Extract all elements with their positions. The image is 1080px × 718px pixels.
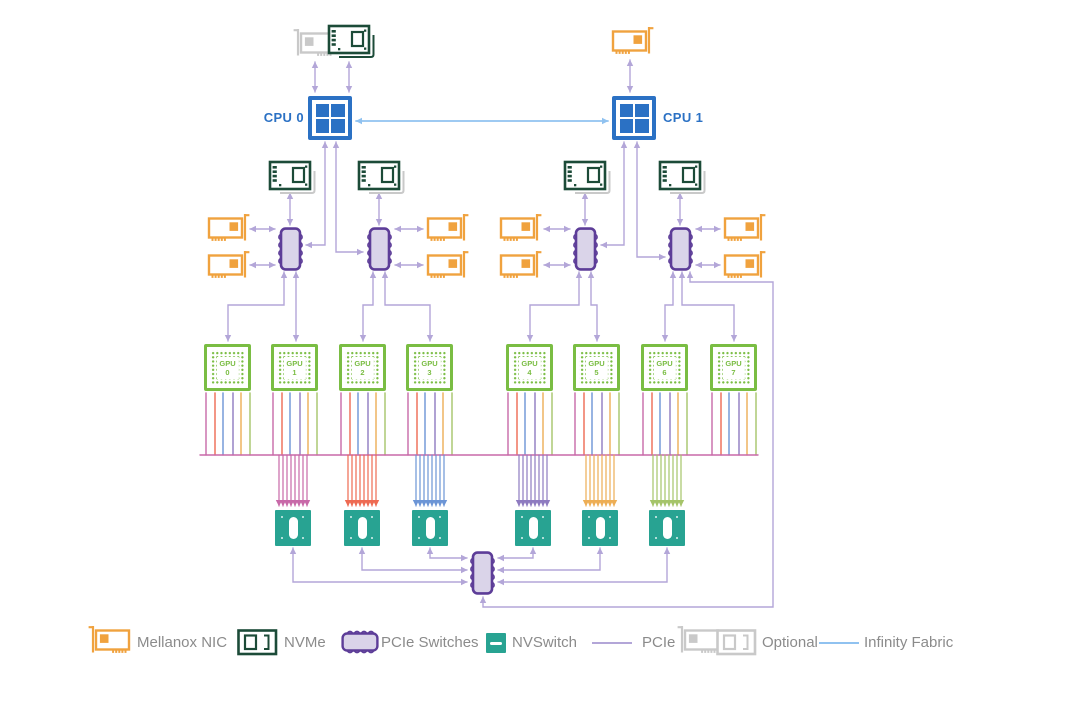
nvswitch-3 bbox=[412, 510, 448, 546]
mellanox-nic-icon bbox=[206, 213, 250, 245]
mellanox-nic-icon bbox=[206, 250, 250, 282]
mellanox-nic-icon bbox=[425, 213, 469, 245]
cpu-0-icon bbox=[308, 96, 352, 140]
legend-nvswitch-label: NVSwitch bbox=[512, 634, 578, 651]
legend-mellanox-nic-label: Mellanox NIC bbox=[137, 634, 228, 651]
optional-nvme-icon bbox=[327, 24, 377, 62]
legend-pcie-switches-label: PCIe Switches bbox=[381, 634, 479, 651]
optional-nic-icon bbox=[293, 28, 337, 60]
pcie-switch-3 bbox=[572, 227, 599, 271]
nvswitch-4 bbox=[515, 510, 551, 546]
nvme-icon bbox=[658, 160, 708, 198]
legend-infinity-fabric-line bbox=[819, 642, 859, 644]
nvswitch-1 bbox=[275, 510, 311, 546]
nvswitch-2 bbox=[344, 510, 380, 546]
pcie-switch-2 bbox=[366, 227, 393, 271]
legend-nvswitch-icon bbox=[486, 633, 506, 653]
legend-pcie-label: PCIe bbox=[642, 634, 676, 651]
legend-infinity-fabric-label: Infinity Fabric bbox=[864, 634, 954, 651]
mellanox-nic-icon bbox=[498, 250, 542, 282]
nvme-icon bbox=[268, 160, 318, 198]
mellanox-nic-icon bbox=[610, 26, 654, 58]
nvswitch-5 bbox=[582, 510, 618, 546]
cpu-0-label: CPU 0 bbox=[263, 110, 304, 125]
legend-mellanox-nic-icon bbox=[88, 625, 132, 657]
cpu-1-icon bbox=[612, 96, 656, 140]
nvme-icon bbox=[563, 160, 613, 198]
legend-optional-nvme-icon bbox=[716, 629, 757, 656]
pcie-switch-1 bbox=[277, 227, 304, 271]
legend-optional-nic-icon bbox=[677, 625, 721, 657]
nvswitch-6 bbox=[649, 510, 685, 546]
cpu-1-label: CPU 1 bbox=[663, 110, 704, 125]
nvme-icon bbox=[357, 160, 407, 198]
legend-pcie-line bbox=[592, 642, 632, 644]
legend-nvme-icon bbox=[237, 629, 278, 656]
pcie-switch-4 bbox=[667, 227, 694, 271]
legend-optional-label: Optional bbox=[762, 634, 818, 651]
mellanox-nic-icon bbox=[498, 213, 542, 245]
mellanox-nic-icon bbox=[722, 250, 766, 282]
mellanox-nic-icon bbox=[722, 213, 766, 245]
legend-pcie-switch-icon bbox=[341, 629, 379, 655]
mellanox-nic-icon bbox=[425, 250, 469, 282]
pcie-switch-management bbox=[469, 551, 496, 595]
legend-nvme-label: NVMe bbox=[284, 634, 326, 651]
